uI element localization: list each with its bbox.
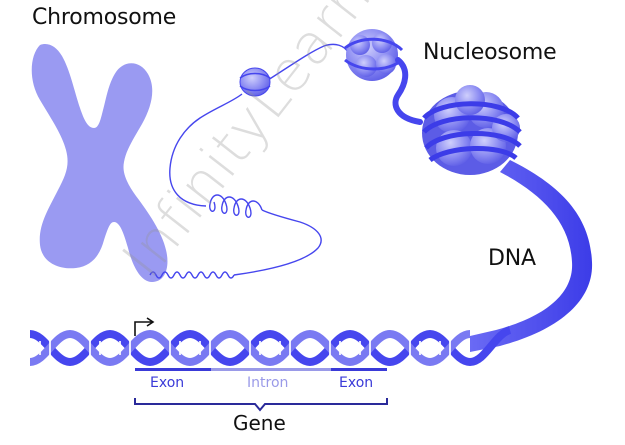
dna-label: DNA xyxy=(488,246,536,271)
intron-label: Intron xyxy=(247,375,289,391)
medium-nucleosome xyxy=(344,29,404,81)
chromosome-label: Chromosome xyxy=(32,5,177,30)
small-nucleosome xyxy=(239,67,271,97)
gene-label: Gene xyxy=(233,411,286,435)
dna-thin-strand xyxy=(149,43,349,279)
large-nucleosome xyxy=(422,85,522,175)
dna-ribbon xyxy=(470,160,593,352)
transcription-start-arrow xyxy=(134,317,155,336)
exon-label-1: Exon xyxy=(150,375,185,391)
nucleosome-label: Nucleosome xyxy=(423,40,557,65)
dna-double-helix xyxy=(29,326,512,367)
chromosome-shape xyxy=(31,44,168,283)
exon-label-2: Exon xyxy=(339,375,374,391)
gene-bracket xyxy=(134,398,388,412)
gene-segment-bars xyxy=(135,368,387,371)
dna-connector-strand xyxy=(392,57,423,125)
